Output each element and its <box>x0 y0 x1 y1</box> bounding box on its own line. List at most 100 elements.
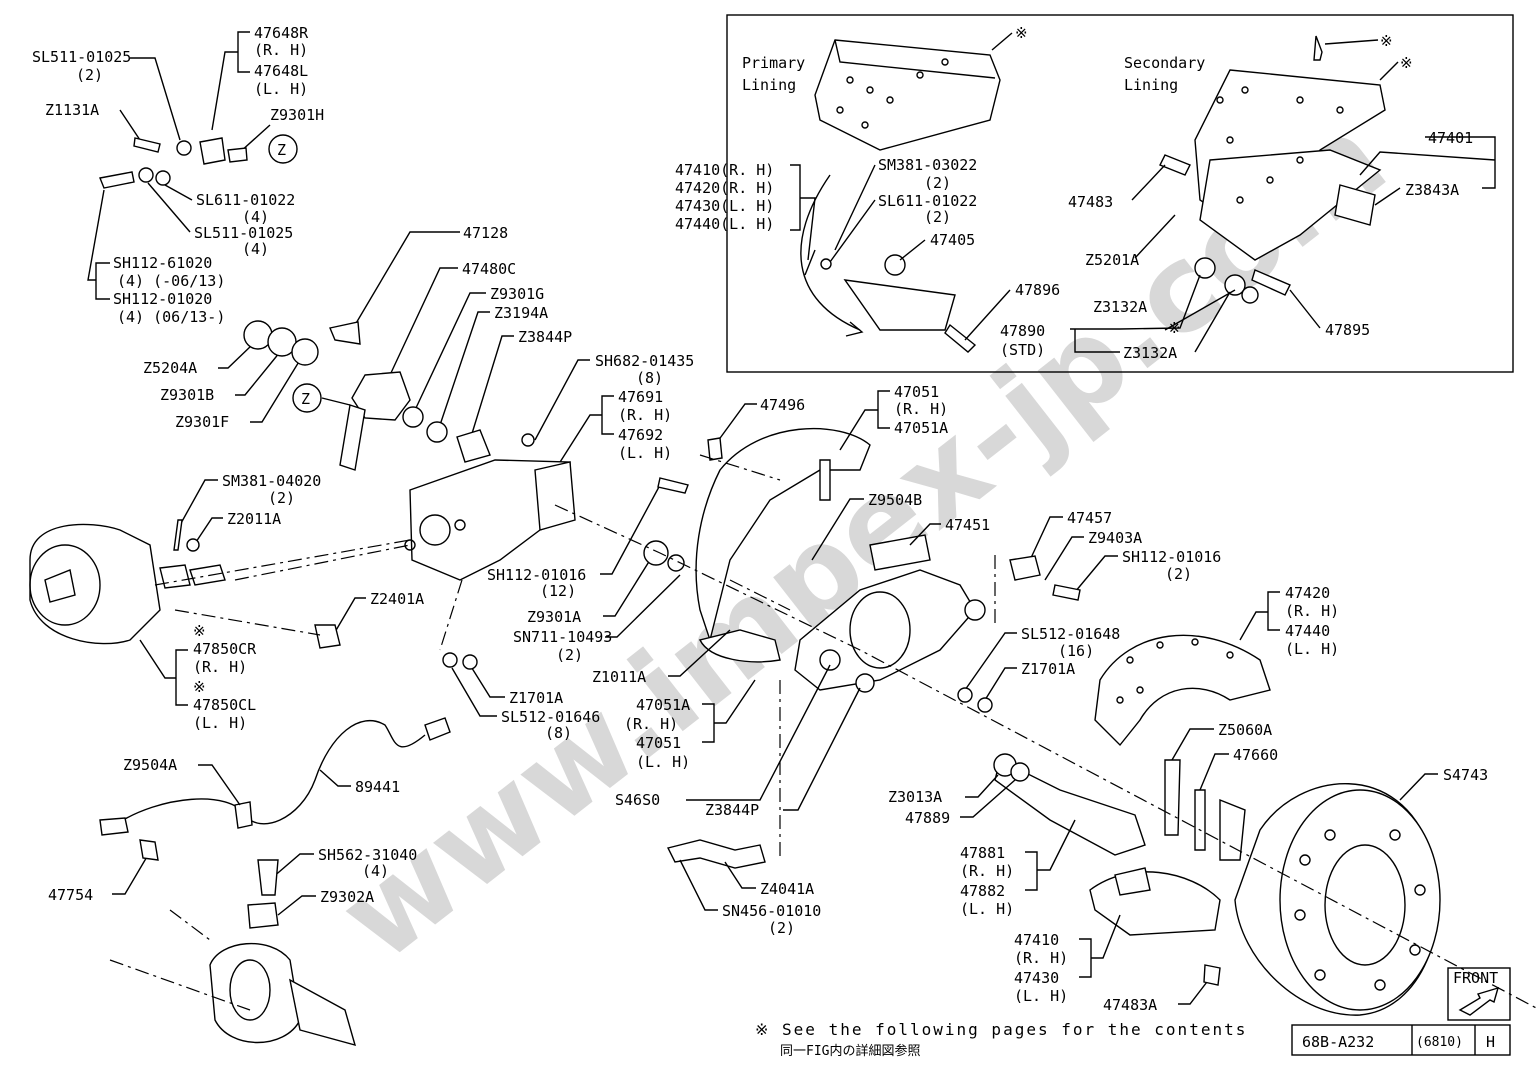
plate-z9301h <box>227 147 248 163</box>
label-z5060a: Z5060A <box>1218 721 1272 739</box>
label-47480c: 47480C <box>462 260 516 278</box>
figure-model: (6810) <box>1416 1035 1463 1050</box>
part-89441-abs-cable <box>114 719 426 826</box>
brake-drum-group: S4743 <box>1234 766 1488 1016</box>
label-z9302a: Z9302A <box>320 888 374 906</box>
part-47483a-bolt <box>1203 964 1221 986</box>
part-z3844p-mid <box>855 673 875 693</box>
label-z1701a-right: Z1701A <box>1021 660 1075 678</box>
label-z9403a: Z9403A <box>1088 529 1142 547</box>
abs-sensor-group: Z9504A 89441 SH562-31040 (4) 47754 Z9302… <box>48 717 451 1047</box>
label-sl511-01025-top-qty: (2) <box>76 66 103 84</box>
part-47881-camshaft <box>994 758 1146 856</box>
label-sm381-03022: SM381-03022 <box>878 156 977 174</box>
label-sh112-01016-qty: (12) <box>540 582 576 600</box>
label-47451: 47451 <box>945 516 990 534</box>
figure-code-box <box>1291 1024 1511 1056</box>
part-sm381-pin <box>173 519 183 551</box>
label-47051-mid: 47051 <box>636 734 681 752</box>
label-47889: 47889 <box>905 809 950 827</box>
label-47691: 47691 <box>618 388 663 406</box>
label-z3194a: Z3194A <box>494 304 548 322</box>
part-47457 <box>1009 555 1041 581</box>
part-sh112-01016-bolt <box>657 477 689 494</box>
label-47457: 47457 <box>1067 509 1112 527</box>
footer: ※ See the following pages for the conten… <box>755 967 1511 1059</box>
label-z1701a-left: Z1701A <box>509 689 563 707</box>
label-sm381-04020: SM381-04020 <box>222 472 321 490</box>
label-z9301h: Z9301H <box>270 106 324 124</box>
label-sl511-01025-top: SL511-01025 <box>32 48 131 66</box>
label-z5201a: Z5201A <box>1085 251 1139 269</box>
air-hose-group: Z4041A SN456-01010 (2) <box>666 839 821 937</box>
circle-z-marker-2 <box>292 383 322 413</box>
primary-lining-illustration <box>814 39 1001 151</box>
label-47483: 47483 <box>1068 193 1113 211</box>
label-sl511-01025-qty: (4) <box>242 240 269 258</box>
primary-lining-label-2: Lining <box>742 76 796 94</box>
label-47895: 47895 <box>1325 321 1370 339</box>
part-hub-tone-ring <box>209 942 301 1044</box>
label-47430-lh: (L. H) <box>1014 987 1068 1005</box>
label-47051-top: 47051 <box>894 383 939 401</box>
slack-adjuster-group: 47128 47480C Z9301G Z3194A Z3844P SH682-… <box>143 224 694 581</box>
part-47754-sensor <box>139 839 159 861</box>
label-47430-lh: 47430(L. H) <box>675 197 774 215</box>
label-z1011a: Z1011A <box>592 668 646 686</box>
label-z3844p-mid: Z3844P <box>705 801 759 819</box>
secondary-lining-illustration <box>1194 69 1386 261</box>
washer-sl611 <box>155 170 171 186</box>
label-47890: 47890 <box>1000 322 1045 340</box>
inset-mark-2: ※ <box>1380 32 1393 50</box>
part-sh562-bolt <box>257 859 279 896</box>
label-47440: 47440 <box>1285 622 1330 640</box>
label-sh112-01020: SH112-01020 <box>113 290 212 308</box>
washer-top <box>176 140 192 156</box>
inset-washer-2 <box>1241 286 1259 304</box>
label-sm381-04020-qty: (2) <box>268 489 295 507</box>
label-z4041a: Z4041A <box>760 880 814 898</box>
part-z2401a-pin <box>314 624 341 649</box>
label-sl611-01022-qty: (4) <box>242 208 269 226</box>
part-47128 <box>329 321 361 345</box>
label-z3843a: Z3843A <box>1405 181 1459 199</box>
label-sn456-01010-qty: (2) <box>768 919 795 937</box>
label-z3844p-top: Z3844P <box>518 328 572 346</box>
label-mark-47850cl: ※ <box>193 678 206 696</box>
bolt-sh112 <box>99 171 135 189</box>
center-lines <box>109 454 1536 1011</box>
label-47881-rh: (R. H) <box>960 862 1014 880</box>
inset-z3132a-1 <box>1194 257 1216 279</box>
label-47882: 47882 <box>960 882 1005 900</box>
part-47691-flange <box>534 461 576 531</box>
label-47648l: 47648L <box>254 62 308 80</box>
inset-lining-detail: Primary Lining ※ Secondary Lining ※ ※ <box>675 14 1514 373</box>
part-z2011a-clevis <box>189 564 226 586</box>
part-z9301a <box>643 540 669 566</box>
label-47051-top-rh: (R. H) <box>894 400 948 418</box>
part-z1701a-right-nut <box>977 697 993 713</box>
label-sl512-01646: SL512-01646 <box>501 708 600 726</box>
inset-bolt <box>1313 35 1323 61</box>
label-47691-rh: (R. H) <box>618 406 672 424</box>
label-47850cl-lh: (L. H) <box>193 714 247 732</box>
part-slack-adjuster-arm <box>339 404 366 471</box>
label-47440-lh: 47440(L. H) <box>675 215 774 233</box>
label-sn711-10493: SN711-10493 <box>513 628 612 646</box>
label-z2401a: Z2401A <box>370 590 424 608</box>
front-label: FRONT <box>1453 969 1498 987</box>
label-z9301f: Z9301F <box>175 413 229 431</box>
label-47660: 47660 <box>1233 746 1278 764</box>
label-47882-lh: (L. H) <box>960 900 1014 918</box>
inset-z3132a-2 <box>1224 274 1246 296</box>
label-47051a-mid-rh: (R. H) <box>624 715 678 733</box>
label-47648r: 47648R <box>254 24 309 42</box>
label-47692: 47692 <box>618 426 663 444</box>
label-47881: 47881 <box>960 844 1005 862</box>
brake-chamber-group: SM381-04020 (2) Z2011A Z2401A ※ 47850CR … <box>29 472 424 732</box>
footer-note-line1: ※ See the following pages for the conten… <box>755 1020 1247 1039</box>
bolt-z1131a <box>133 137 161 153</box>
label-47850cr: 47850CR <box>193 640 257 658</box>
label-z-circle-1: Z <box>277 141 286 159</box>
front-indicator-box <box>1447 967 1511 1021</box>
